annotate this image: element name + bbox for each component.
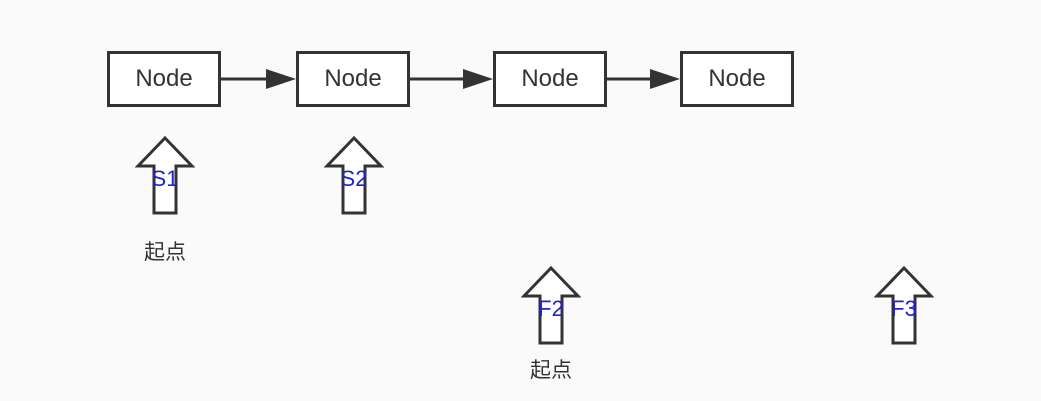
list-node-1: Node	[107, 51, 221, 107]
up-arrow-icon	[324, 136, 384, 215]
up-arrow-icon	[521, 266, 581, 345]
pointer-label: S1	[151, 166, 179, 191]
link-arrowhead-2-3	[463, 69, 493, 89]
list-node-3: Node	[493, 51, 607, 107]
node-label: Node	[521, 65, 579, 92]
link-arrowhead-3-4	[650, 69, 680, 89]
start-caption-fast: 起点	[530, 358, 572, 382]
node-label: Node	[135, 65, 193, 92]
pointer-label: F2	[538, 296, 564, 321]
fast-pointer-f3: F3	[874, 266, 934, 346]
pointer-label: S2	[340, 166, 368, 191]
fast-pointer-f2: F2	[521, 266, 581, 346]
list-node-2: Node	[296, 51, 410, 107]
slow-pointer-s1: S1	[135, 136, 195, 216]
list-node-4: Node	[680, 51, 794, 107]
slow-pointer-s2: S2	[324, 136, 384, 216]
up-arrow-icon	[135, 136, 195, 215]
link-arrowhead-1-2	[266, 69, 296, 89]
node-label: Node	[708, 65, 766, 92]
node-label: Node	[324, 65, 382, 92]
start-caption-slow: 起点	[144, 240, 186, 264]
up-arrow-icon	[874, 266, 934, 345]
pointer-label: F3	[891, 296, 917, 321]
